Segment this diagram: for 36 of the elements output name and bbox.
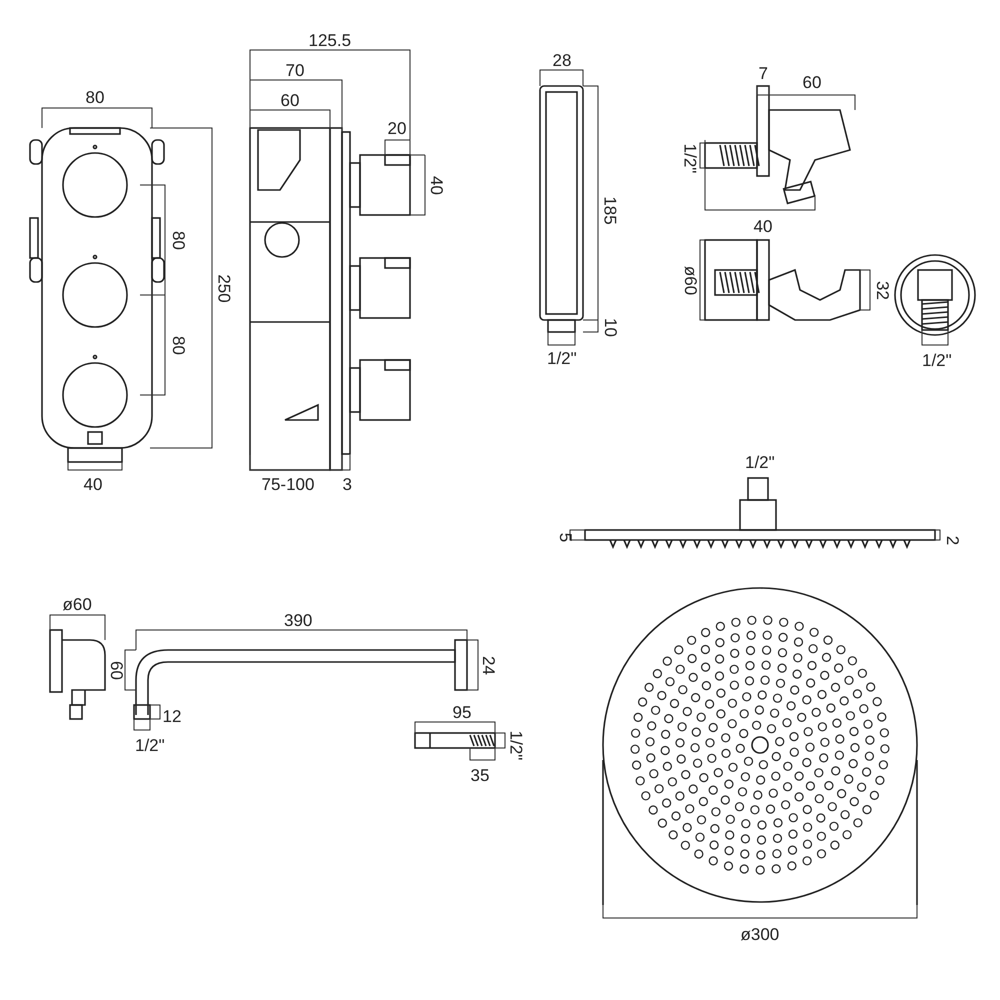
dimension-label: 40: [427, 176, 444, 194]
dimension-label: 32: [873, 280, 890, 300]
dimension-label: 60: [107, 660, 124, 680]
dimension-label: 1/2": [507, 730, 524, 760]
dimension-label: 80: [169, 230, 186, 250]
dimension-label: ø60: [62, 596, 92, 612]
dimension-label: 20: [388, 120, 406, 136]
dimension-label: 24: [479, 656, 496, 674]
dimension-label: 40: [84, 476, 102, 492]
dimension-label: 35: [470, 766, 490, 784]
dimension-label: 390: [284, 612, 312, 628]
dimension-label: 7: [758, 64, 768, 82]
dimension-label: 125.5: [308, 32, 352, 48]
dimension-label: 5: [556, 532, 574, 542]
dimension-label: 1/2": [922, 352, 952, 368]
dimension-label: 10: [601, 318, 618, 336]
dimension-label: 3: [342, 476, 352, 492]
dimension-label: 80: [86, 88, 104, 106]
dimension-label: 2: [944, 535, 961, 545]
dimension-label: 185: [602, 196, 619, 224]
dimension-label: ø60: [682, 265, 699, 295]
dimension-label: 28: [552, 52, 572, 68]
dimension-label: 250: [216, 274, 233, 302]
dimension-label: 95: [452, 704, 472, 720]
dimension-label: 1/2": [547, 350, 577, 366]
dimension-label: 80: [169, 336, 186, 354]
dimension-label: 70: [286, 62, 304, 78]
dimension-label: 40: [754, 218, 772, 234]
dimension-label: 12: [162, 708, 182, 724]
dimension-label: 1/2": [681, 143, 698, 173]
dimension-label: 1/2": [135, 736, 165, 754]
dimension-label: 60: [280, 92, 300, 108]
dimension-label: 75-100: [262, 476, 314, 492]
dimension-label: 1/2": [745, 454, 775, 470]
dimension-label: ø300: [740, 926, 780, 942]
dimension-label: 60: [802, 74, 822, 90]
